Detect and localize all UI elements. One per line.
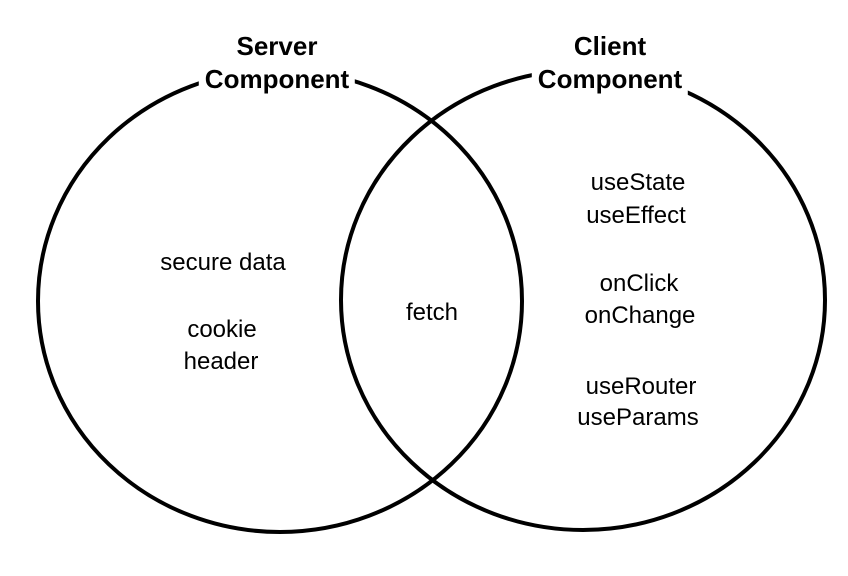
label-secure-data: secure data	[160, 249, 286, 276]
server-title-line2: Component	[204, 64, 350, 94]
client-title-line2: Component	[537, 64, 683, 94]
label-onclick: onClick	[599, 270, 679, 297]
label-useeffect: useEffect	[586, 202, 686, 229]
label-header: header	[183, 348, 259, 375]
client-title-line1: Client	[573, 31, 647, 61]
label-fetch: fetch	[405, 299, 459, 326]
label-userouter: useRouter	[585, 373, 697, 400]
client-component-title: Client Component	[531, 30, 689, 96]
label-cookie: cookie	[187, 316, 257, 343]
label-usestate: useState	[590, 169, 686, 196]
label-useparams: useParams	[577, 404, 699, 431]
label-onchange: onChange	[584, 302, 696, 329]
server-title-line1: Server	[236, 31, 318, 61]
server-component-title: Server Component	[198, 30, 356, 96]
